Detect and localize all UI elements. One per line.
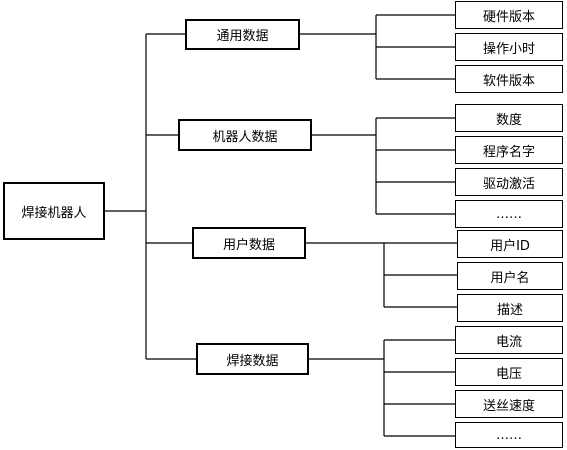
leaf-node: 电流 <box>455 326 563 354</box>
leaf-node: 描述 <box>457 294 563 322</box>
leaf-label: 描述 <box>496 302 523 318</box>
group-robot-data: 机器人数据 <box>178 119 312 151</box>
leaf-label: 电流 <box>495 334 522 350</box>
leaf-node: 操作小时 <box>455 33 563 61</box>
leaf-label: 软件版本 <box>482 73 535 89</box>
leaf-node: 驱动激活 <box>455 168 563 196</box>
leaf-node: 用户名 <box>457 262 563 290</box>
leaf-node: 程序名字 <box>455 136 563 164</box>
leaf-label: 数度 <box>495 112 522 128</box>
group-label: 用户数据 <box>222 237 275 253</box>
leaf-label: …… <box>496 427 522 443</box>
root-label: 焊接机器人 <box>21 205 87 221</box>
group-user-data: 用户数据 <box>192 227 306 259</box>
group-welding-data: 焊接数据 <box>196 343 309 375</box>
group-label: 通用数据 <box>216 29 269 44</box>
leaf-label: 用户名 <box>490 270 530 286</box>
leaf-label: 驱动激活 <box>482 176 535 192</box>
root-node: 焊接机器人 <box>3 182 105 240</box>
leaf-node: …… <box>455 200 563 228</box>
leaf-label: …… <box>496 206 522 222</box>
leaf-node: 软件版本 <box>455 65 563 93</box>
leaf-node: 硬件版本 <box>455 1 563 29</box>
leaf-label: 硬件版本 <box>482 9 535 25</box>
group-general-data: 通用数据 <box>185 19 300 50</box>
leaf-node: 用户ID <box>457 230 563 258</box>
leaf-label: 操作小时 <box>482 41 535 57</box>
leaf-label: 电压 <box>495 366 522 382</box>
leaf-node: 送丝速度 <box>455 390 563 418</box>
leaf-label: 送丝速度 <box>482 398 535 414</box>
leaf-label: 程序名字 <box>482 144 535 160</box>
group-label: 焊接数据 <box>226 353 279 369</box>
leaf-node: …… <box>455 422 563 448</box>
group-label: 机器人数据 <box>212 129 278 145</box>
leaf-node: 数度 <box>455 104 563 132</box>
leaf-node: 电压 <box>455 358 563 386</box>
leaf-label: 用户ID <box>490 238 530 254</box>
